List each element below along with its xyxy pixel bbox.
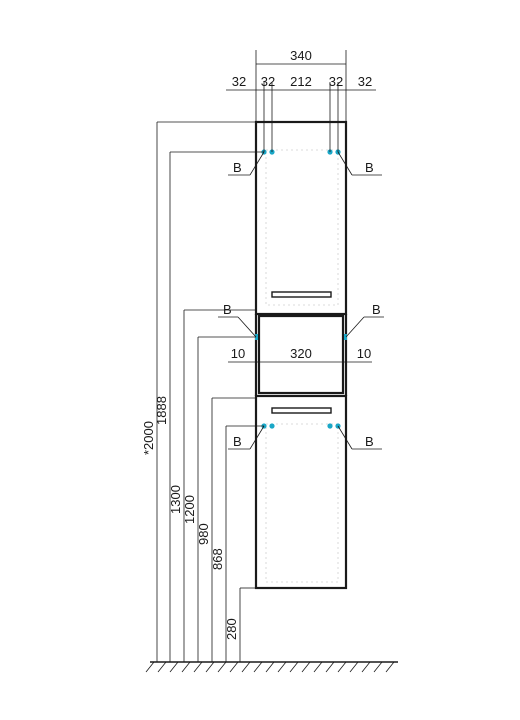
hatch-mark	[205, 661, 215, 673]
hatch-mark	[193, 661, 203, 673]
mount-label-mid-left: B	[223, 302, 232, 317]
upper-holes-height-label: 1888	[154, 396, 169, 425]
hatch-mark	[289, 661, 299, 673]
hatch-mark	[337, 661, 347, 673]
upper-door	[254, 120, 348, 316]
hatch-mark	[169, 661, 179, 673]
hatch-mark	[277, 661, 287, 673]
mount-label-top-right: B	[365, 160, 374, 175]
left-hole-label: 32	[261, 74, 275, 89]
mount-callouts: B B B B B B	[218, 151, 384, 450]
hatch-mark	[385, 661, 395, 673]
niche-left-gap-label: 10	[231, 346, 245, 361]
floor-line	[145, 661, 398, 673]
side-bracket	[255, 334, 258, 340]
mount-label-top-left: B	[233, 160, 242, 175]
right-hole-label: 32	[329, 74, 343, 89]
hatch-mark	[373, 661, 383, 673]
shelf-mid-height-label: 1200	[182, 495, 197, 524]
niche-inner-width-label: 320	[290, 346, 312, 361]
hole-marker	[269, 423, 275, 429]
mount-label-bottom-left: B	[233, 434, 242, 449]
shelf-top-height-label: 1300	[168, 485, 183, 514]
hatch-mark	[361, 661, 371, 673]
hatch-mark	[229, 661, 239, 673]
side-bracket	[344, 334, 347, 340]
hatch-mark	[181, 661, 191, 673]
hatch-mark	[217, 661, 227, 673]
left-edge-label: 32	[232, 74, 246, 89]
mount-label-bottom-right: B	[365, 434, 374, 449]
open-shelf-niche	[257, 314, 345, 395]
hatch-mark	[241, 661, 251, 673]
top-dimensions: 340 32 32 212 32 32	[226, 48, 376, 152]
floor-gap-label: 280	[224, 618, 239, 640]
niche-dimensions: 10 320 10	[228, 346, 372, 363]
hatch-mark	[253, 661, 263, 673]
shelf-bottom-height-label: 980	[196, 523, 211, 545]
cabinet-body	[254, 120, 348, 590]
dotted-lower-outline	[265, 423, 339, 583]
hatch-mark	[313, 661, 323, 673]
floor-hatching	[145, 661, 395, 673]
mounting-markers	[255, 149, 347, 429]
hatch-mark	[157, 661, 167, 673]
overall-width-label: 340	[290, 48, 312, 63]
hole-marker	[327, 423, 333, 429]
lower-door-handle	[271, 407, 332, 414]
hatch-mark	[301, 661, 311, 673]
hatch-mark	[325, 661, 335, 673]
height-dimensions: *2000 1888 1300 1200 980 868 280	[141, 121, 264, 662]
right-edge-label: 32	[358, 74, 372, 89]
lower-holes-height-label: 868	[210, 548, 225, 570]
hole-spacing-label: 212	[290, 74, 312, 89]
hatch-mark	[349, 661, 359, 673]
hatch-mark	[265, 661, 275, 673]
total-height-label: *2000	[141, 421, 156, 455]
upper-door-handle	[271, 291, 332, 298]
mount-label-mid-right: B	[372, 302, 381, 317]
dotted-upper-outline	[265, 149, 339, 306]
niche-right-gap-label: 10	[357, 346, 371, 361]
lower-door	[254, 394, 348, 590]
hatch-mark	[145, 661, 155, 673]
